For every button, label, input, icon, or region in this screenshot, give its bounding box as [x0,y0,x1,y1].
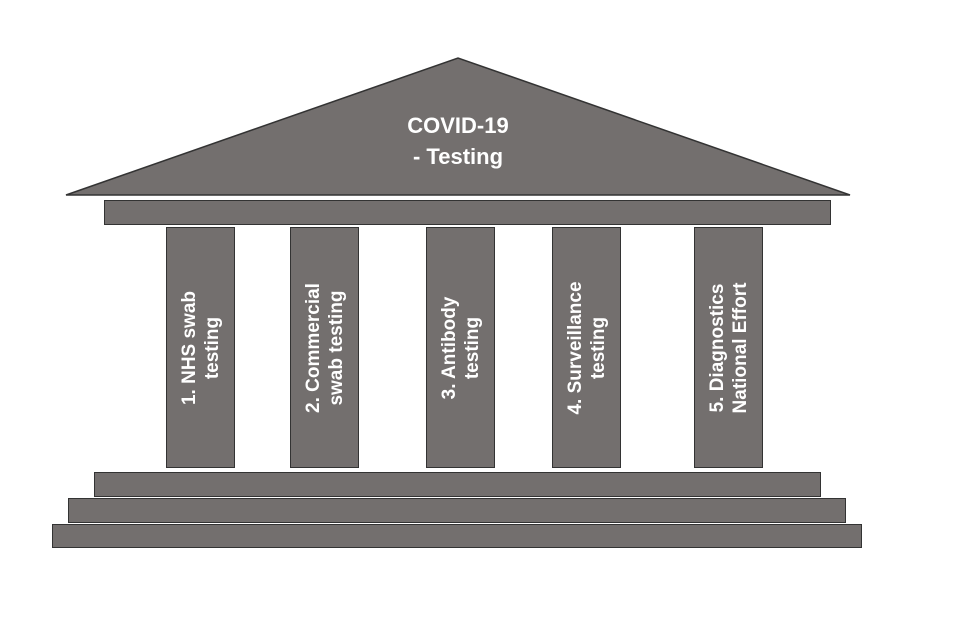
pillar-label: 1. NHS swab [178,290,200,405]
pillar-label: testing [201,316,223,379]
roof-title-line2: - Testing [412,144,504,169]
roof-title: COVID-19 - Testing [358,110,558,172]
pillar-label: 3. Antibody [438,296,460,399]
step-bottom [52,524,862,548]
step-top [94,472,821,497]
pillar-label: testing [587,316,609,379]
pillar-label: testing [461,316,483,379]
pillar-label: swab testing [325,289,347,406]
pillar-label: 2. Commercial [302,282,324,413]
pillar-label: 4. Surveillance [564,280,586,415]
roof-title-line1: COVID-19 [407,113,509,138]
pillar-label: 5. Diagnostics [706,283,728,412]
beam [104,200,831,225]
pillar-label: National Effort [729,282,751,413]
step-middle [68,498,846,523]
